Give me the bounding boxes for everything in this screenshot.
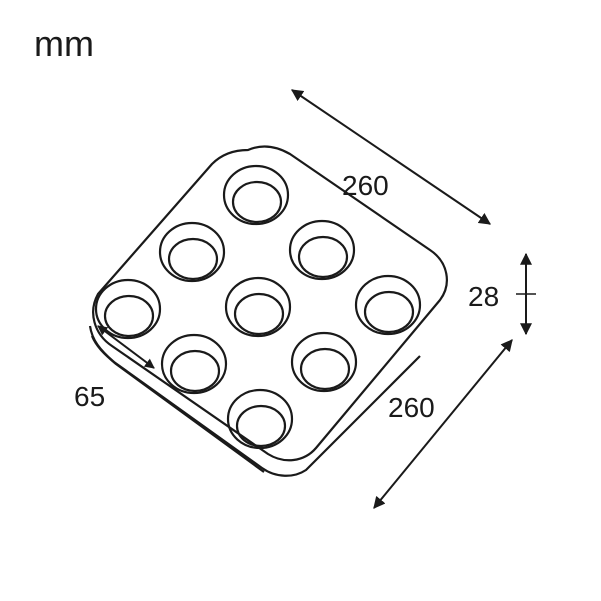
length-arrow [291, 89, 491, 225]
muffin-cup [354, 274, 422, 336]
dimension-cup-diameter: 65 [74, 325, 155, 412]
cup-bottom [297, 235, 349, 279]
unit-label: mm [34, 23, 94, 64]
cup-bottom [169, 349, 221, 393]
tray-bottom-edge [88, 325, 421, 477]
muffin-cup [290, 331, 358, 393]
cup-diameter-label: 65 [74, 381, 105, 412]
cup-bottom [167, 237, 219, 281]
muffin-cup [160, 333, 228, 395]
muffin-tray [88, 145, 448, 477]
cup-rim [290, 331, 358, 393]
cup-rim [226, 388, 294, 450]
cup-bottom [231, 180, 283, 224]
muffin-cup [94, 278, 162, 340]
cup-rim [222, 164, 290, 226]
cup-rim [224, 276, 292, 338]
width-arrow [373, 339, 513, 509]
cup-bottom [363, 290, 415, 334]
height-label: 28 [468, 281, 499, 312]
cup-grid [94, 164, 422, 450]
muffin-cup [222, 164, 290, 226]
cup-rim [158, 221, 226, 283]
muffin-cup [158, 221, 226, 283]
tray-rim [92, 145, 448, 462]
width-label: 260 [388, 392, 435, 423]
dimension-length: 260 [291, 89, 491, 225]
cup-bottom [233, 292, 285, 336]
cup-rim [354, 274, 422, 336]
dimension-height: 28 [468, 252, 536, 336]
muffin-cup [288, 219, 356, 281]
cup-diameter-arrow [97, 325, 155, 369]
cup-bottom [103, 294, 155, 338]
cup-rim [160, 333, 228, 395]
cup-bottom [299, 347, 351, 391]
dimension-width: 260 [373, 339, 513, 509]
muffin-cup [226, 388, 294, 450]
cup-bottom [235, 404, 287, 448]
muffin-cup [224, 276, 292, 338]
length-label: 260 [342, 170, 389, 201]
